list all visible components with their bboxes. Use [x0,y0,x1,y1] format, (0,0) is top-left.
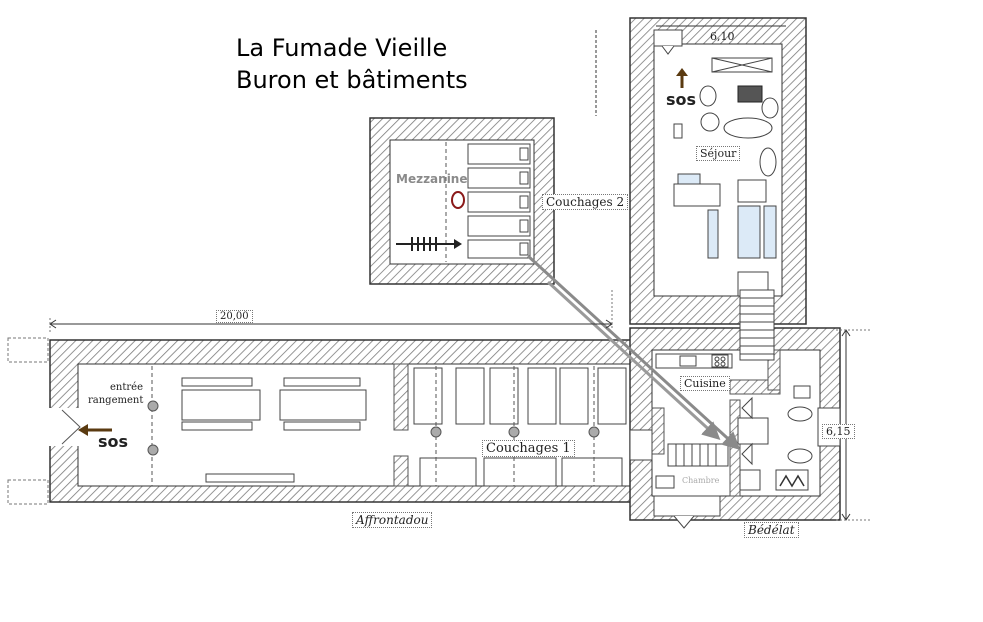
connector-arrow-1 [526,254,741,451]
couchages-1-label: Couchages 1 [482,440,575,457]
affrontadou-label: Affrontadou [352,512,433,528]
sos-label-left: sos [98,432,129,451]
mezzanine-inset [369,117,555,285]
sos-arrow-left [78,424,112,436]
mezzanine-label: Mezzanine [396,172,468,186]
title-line-2: Buron et bâtiments [236,66,468,94]
long-building [7,337,647,505]
dimension-width-right: 6,15 [822,424,855,439]
rangement-label: rangement [88,395,144,406]
top-building [629,17,807,361]
couchages-2-label: Couchages 2 [542,194,629,210]
cuisine-label: Cuisine [680,376,730,391]
title-line-1: La Fumade Vieille [236,34,448,62]
sejour-label: Séjour [696,146,741,161]
chambre-label: Chambre [682,476,720,485]
right-building [629,327,841,529]
dimension-length-main: 20,00 [216,310,253,323]
entree-label: entrée [110,382,143,393]
bedelat-label: Bédélat [744,522,799,538]
sos-label-top: sos [666,90,697,109]
dimension-width-top: 6,10 [710,30,735,43]
connector-arrow-2 [546,280,721,441]
